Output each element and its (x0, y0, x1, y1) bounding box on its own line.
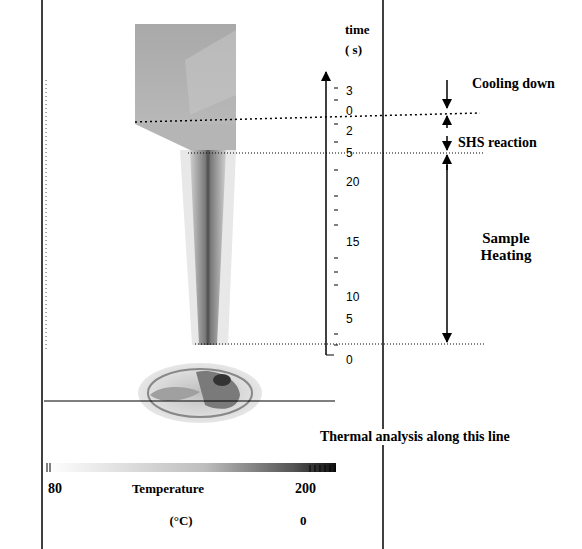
tick-number: 3 (346, 85, 353, 99)
tick-number: 15 (346, 236, 359, 250)
phase-label: Sample Heating (466, 230, 546, 265)
tick-number: 0 (346, 354, 353, 368)
phase-label: SHS reaction (458, 135, 537, 151)
tick-number: 0 (346, 105, 353, 119)
axis-unit: ( s) (345, 43, 362, 58)
tick-number: 2 (346, 125, 353, 139)
scale-max: 200 (295, 481, 316, 497)
scale-unit: (°C) (169, 514, 192, 529)
scale-number: 0 (300, 514, 307, 529)
tick-number: 20 (346, 176, 359, 190)
scale-min: 80 (48, 481, 62, 497)
scale-title: Temperature (132, 482, 204, 497)
annotation: Thermal analysis along this line (318, 429, 512, 445)
tick-number: 5 (346, 313, 353, 327)
tick-number: 5 (346, 147, 353, 161)
tick-number: 10 (346, 291, 359, 305)
phase-label: Cooling down (472, 76, 555, 92)
axis-title: time (345, 23, 370, 38)
